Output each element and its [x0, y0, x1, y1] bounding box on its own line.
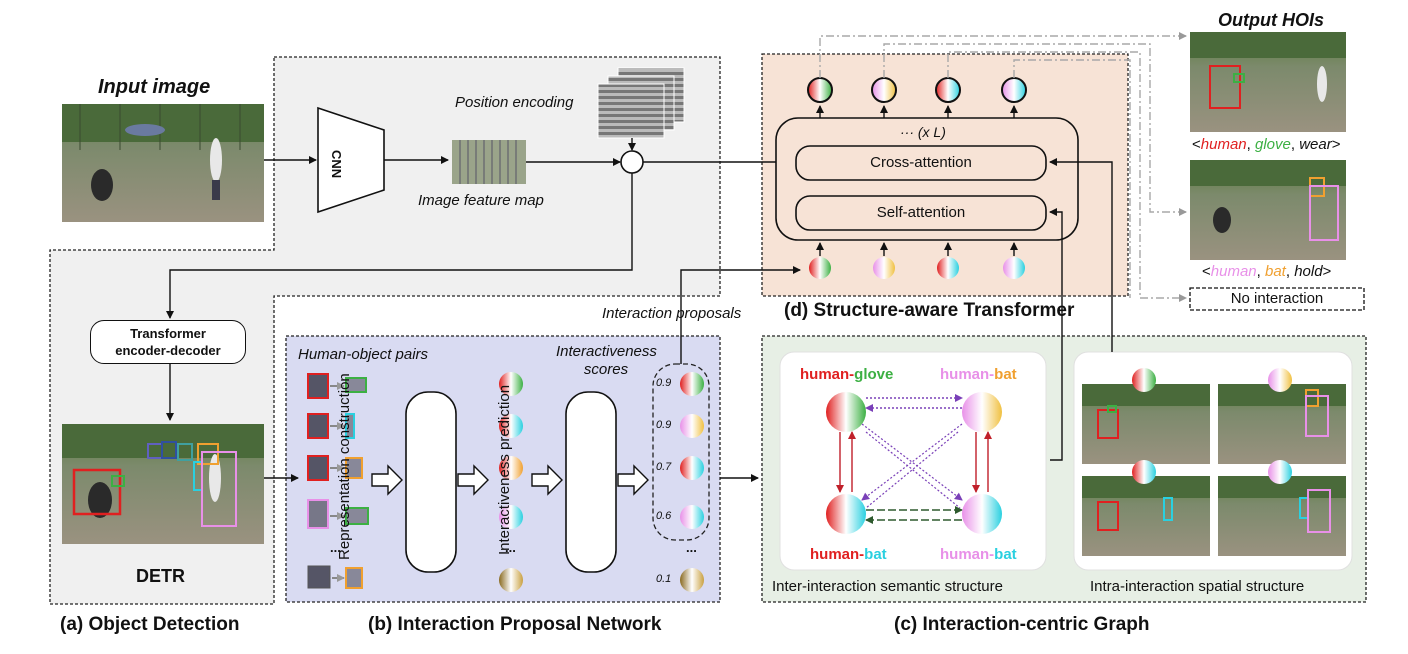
position-encoding-label: Position encoding	[455, 94, 574, 111]
layers-label: ··· (x L)	[900, 124, 946, 140]
image-feature-map	[452, 140, 526, 184]
interactiveness-scores-label: Interactiveness scores	[556, 343, 657, 378]
no-interaction-box	[1189, 287, 1365, 311]
cross-attention-label: Cross-attention	[870, 154, 972, 171]
no-interaction-label: No interaction	[1230, 290, 1324, 307]
ellipsis-pairs: ...	[330, 540, 341, 555]
caption-structure-aware-transformer: (d) Structure-aware Transformer	[784, 300, 1075, 321]
human-object-pairs-label: Human-object pairs	[298, 346, 429, 363]
self-attention-label: Self-attention	[876, 204, 966, 221]
interactiveness-prediction-box	[565, 391, 617, 573]
intra-interaction-label: Intra-interaction spatial structure	[1090, 578, 1305, 595]
interaction-proposals-label: Interaction proposals	[602, 305, 742, 322]
interactiveness-prediction-label: Interactiveness prediction	[496, 384, 513, 556]
input-image	[62, 104, 264, 222]
ellipsis-scores: ...	[686, 540, 697, 555]
transformer-encoder-decoder-label: Transformer encoder-decoder	[115, 326, 221, 358]
representation-construction-box	[405, 391, 457, 573]
score-1: 0.9	[656, 377, 672, 389]
output-connectors	[819, 32, 1187, 302]
interaction-graph	[826, 392, 1002, 534]
graph-node-label-2: human-bat	[940, 366, 1017, 383]
feature-map-label: Image feature map	[418, 192, 544, 209]
caption-interaction-proposal-network: (b) Interaction Proposal Network	[368, 614, 662, 635]
self-attention-box	[795, 195, 1047, 231]
input-image-label: Input image	[98, 76, 211, 98]
score-circles	[680, 372, 704, 592]
score-3: 0.7	[656, 461, 672, 473]
output-hoi-image-2	[1190, 160, 1346, 260]
caption-interaction-centric-graph: (c) Interaction-centric Graph	[894, 614, 1150, 635]
transformer-output-circles	[807, 77, 1027, 103]
output-hoi-image-1	[1190, 32, 1346, 132]
representation-construction-label: Representation construction	[336, 373, 353, 560]
graph-node-label-1: human-glove	[800, 366, 894, 383]
score-5: 0.1	[656, 573, 672, 585]
cnn-block	[317, 106, 385, 214]
intra-images	[1082, 368, 1346, 556]
transformer-input-circles	[809, 257, 1025, 279]
graph-node-label-4: human-bat	[940, 546, 1017, 563]
hoi-triplet-1: <human, glove, wear>	[1192, 136, 1341, 153]
hoi-triplet-2: <human, bat, hold>	[1202, 263, 1332, 280]
cnn-label: CNN	[329, 150, 344, 179]
detr-label: DETR	[136, 566, 185, 586]
position-encoding-stack	[597, 67, 685, 139]
output-hois-label: Output HOIs	[1218, 10, 1324, 30]
inter-interaction-label: Inter-interaction semantic structure	[772, 578, 1003, 595]
top-proposals-dashed	[652, 363, 710, 541]
human-object-pairs	[307, 373, 369, 589]
score-4: 0.6	[656, 510, 672, 522]
score-2: 0.9	[656, 419, 672, 431]
graph-node-label-3: human-bat	[810, 546, 887, 563]
ellipsis-representations: ...	[505, 540, 516, 555]
caption-object-detection: (a) Object Detection	[60, 614, 240, 635]
add-circle	[620, 150, 644, 174]
transformer-encoder-decoder-box: Transformer encoder-decoder	[90, 320, 246, 364]
detr-image	[62, 424, 264, 544]
cross-attention-box	[795, 145, 1047, 181]
representation-circles	[499, 372, 523, 592]
block-arrows	[371, 464, 649, 496]
